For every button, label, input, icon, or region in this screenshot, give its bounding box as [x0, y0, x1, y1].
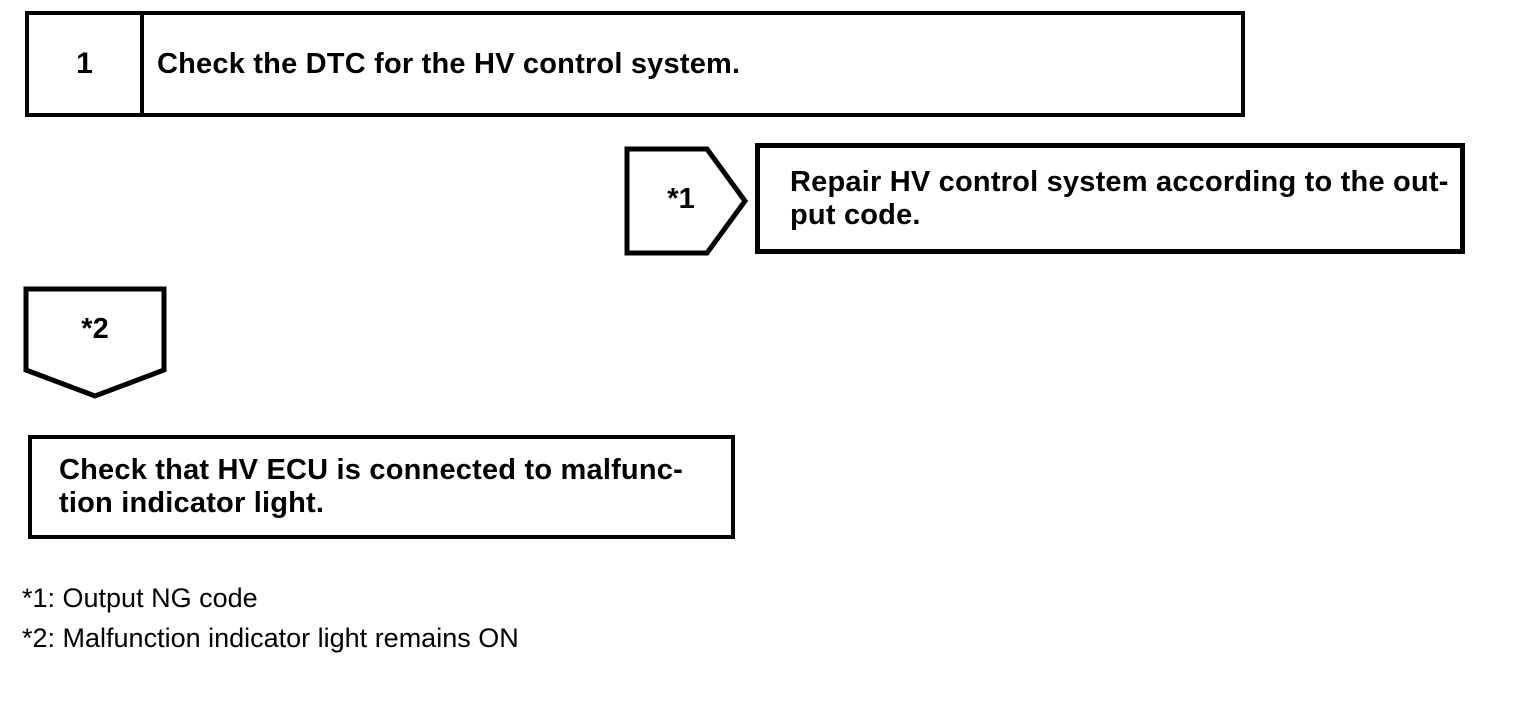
connector-1-label: *1	[667, 182, 695, 215]
check-ecu-box: Check that HV ECU is connected to malfun…	[28, 435, 735, 539]
connector-2-label: *2	[81, 313, 109, 345]
repair-action-box: Repair HV control system according to th…	[755, 143, 1465, 254]
repair-action-line-2: put code.	[790, 198, 921, 231]
repair-action-line-1: Repair HV control system according to th…	[790, 165, 1449, 198]
legend-line-1: *1: Output NG code	[22, 583, 258, 613]
step-number: 1	[29, 15, 144, 113]
connector-1-pentagon-icon	[624, 146, 749, 256]
step-title: Check the DTC for the HV control system.	[157, 47, 741, 80]
step-1-box: 1 Check the DTC for the HV control syste…	[25, 11, 1245, 117]
check-ecu-line-2: tion indicator light.	[59, 487, 325, 519]
legend: *1: Output NG code *2: Malfunction indic…	[22, 578, 519, 658]
check-ecu-line-1: Check that HV ECU is connected to malfun…	[59, 454, 683, 486]
connector-2-pentagon-icon	[23, 286, 167, 399]
legend-line-2: *2: Malfunction indicator light remains …	[22, 623, 519, 653]
